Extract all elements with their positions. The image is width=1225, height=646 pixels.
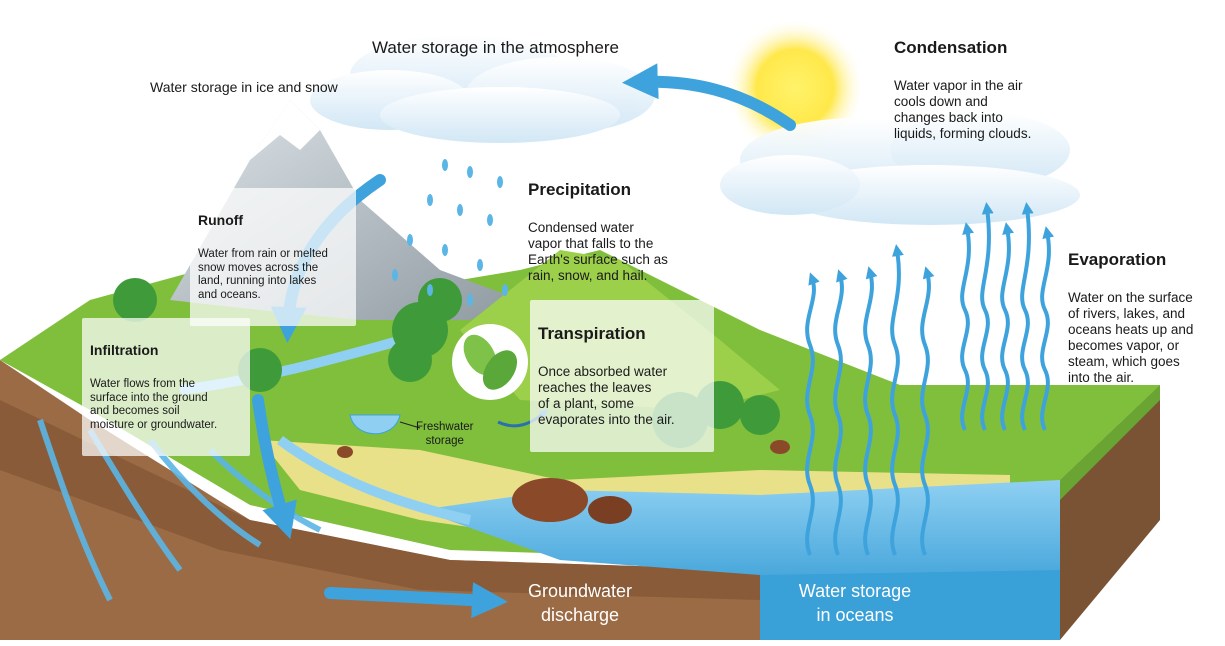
- condensation-block: Condensation Water vapor in the air cool…: [894, 20, 1031, 160]
- precipitation-title: Precipitation: [528, 180, 631, 199]
- groundwater-discharge-label: Groundwater discharge: [527, 581, 633, 625]
- condensation-title: Condensation: [894, 38, 1008, 57]
- condensation-description: Water vapor in the air cools down and ch…: [894, 78, 1032, 141]
- evaporation-description: Water on the surface of rivers, lakes, a…: [1068, 290, 1194, 385]
- infiltration-title: Infiltration: [90, 342, 159, 358]
- rock: [512, 478, 588, 522]
- infiltration-block: Infiltration Water flows from the surfac…: [82, 318, 250, 456]
- precipitation-block: Precipitation Condensed water vapor that…: [528, 162, 668, 302]
- atmosphere-cloud: [310, 35, 655, 143]
- runoff-block: Runoff Water from rain or melted snow mo…: [190, 188, 356, 326]
- ocean-front: [760, 565, 1060, 640]
- runoff-title: Runoff: [198, 212, 244, 228]
- evaporation-title: Evaporation: [1068, 250, 1167, 269]
- condensation-clouds: [720, 112, 1080, 225]
- evaporation-block: Evaporation Water on the surface of rive…: [1068, 232, 1193, 404]
- runoff-description: Water from rain or melted snow moves acr…: [198, 248, 328, 301]
- ice-snow-storage-label: Water storage in ice and snow: [150, 79, 338, 95]
- freshwater-storage-label: Freshwater storage: [416, 421, 474, 447]
- rain-drops: [392, 159, 508, 306]
- transpiration-description: Once absorbed water reaches the leaves o…: [538, 364, 675, 427]
- soil-right: [1060, 385, 1160, 640]
- freshwater-bowl: [349, 414, 401, 435]
- transpiration-block: Transpiration Once absorbed water reache…: [530, 300, 714, 452]
- evaporation-arrows: [805, 202, 1055, 556]
- precipitation-description: Condensed water vapor that falls to the …: [528, 220, 668, 283]
- ocean-storage-label: Water storage in oceans: [798, 581, 912, 625]
- infiltration-description: Water flows from the surface into the gr…: [90, 378, 218, 431]
- atmosphere-storage-label: Water storage in the atmosphere: [372, 38, 619, 57]
- transpiration-title: Transpiration: [538, 324, 646, 343]
